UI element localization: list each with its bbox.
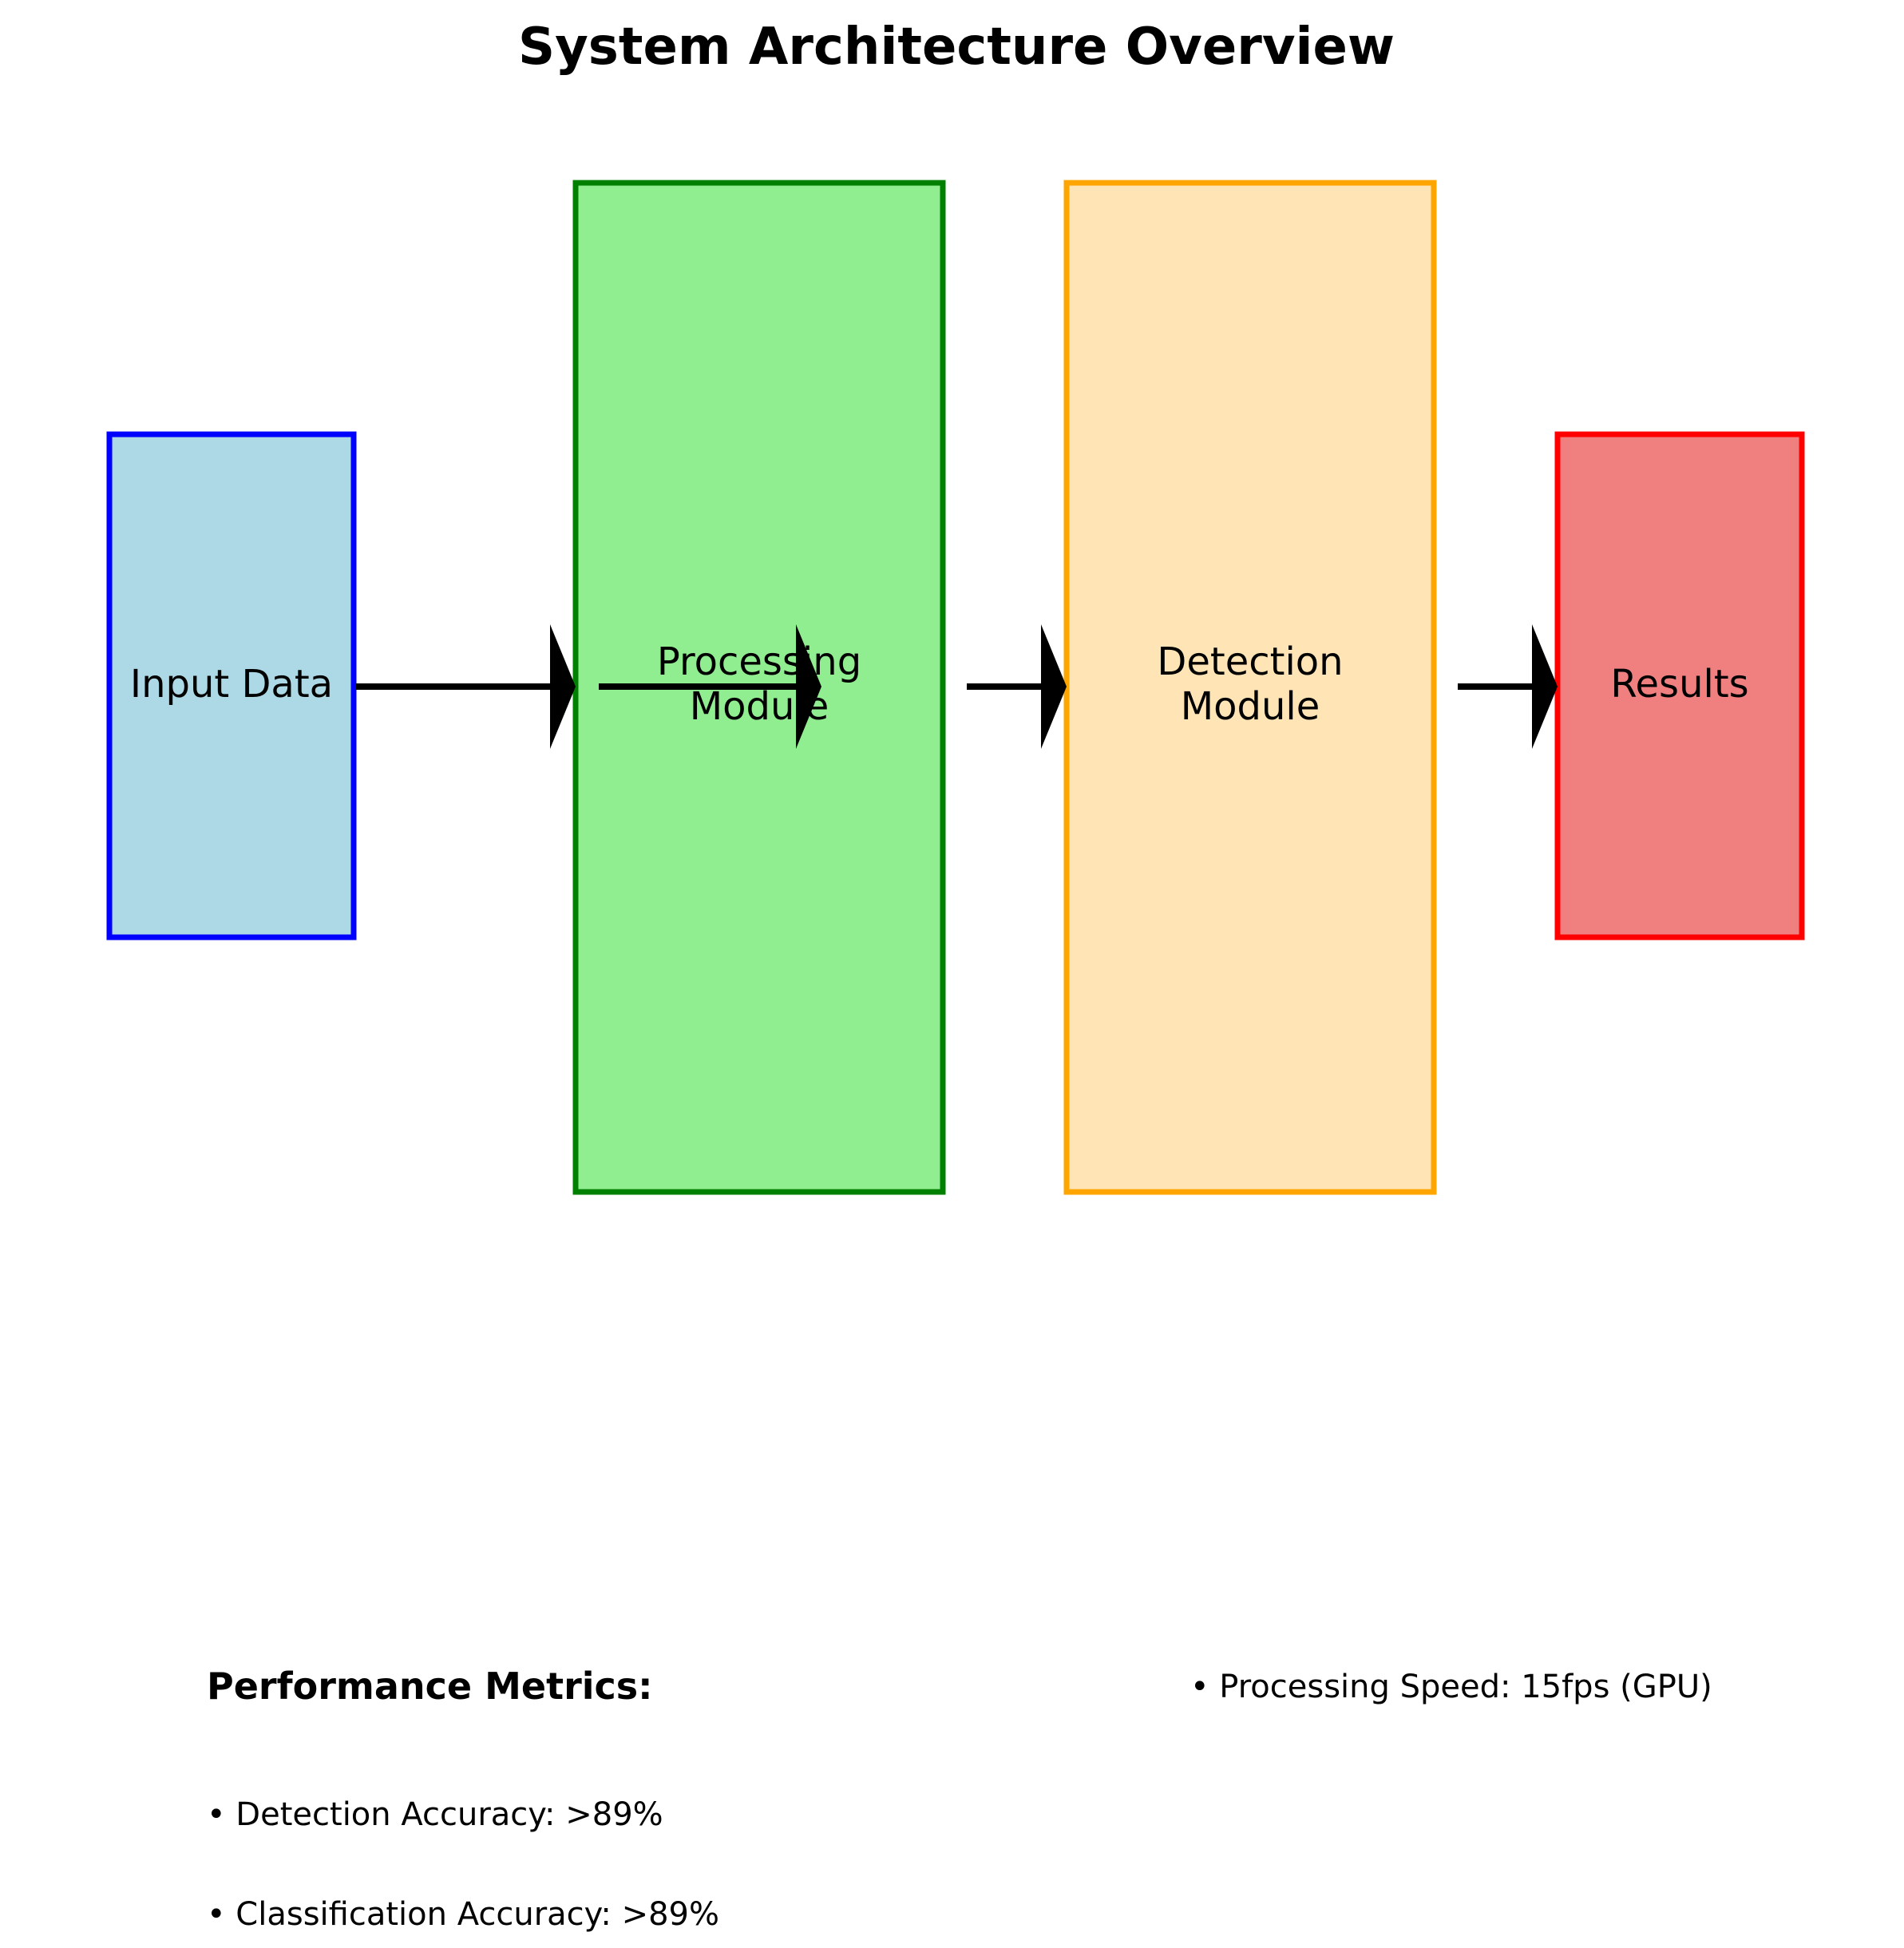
- arrow-input-to-processing: [356, 624, 576, 749]
- arrow-detection-to-results: [1458, 624, 1558, 749]
- detection-module-label-line-1: Detection: [1157, 639, 1343, 684]
- metric-classification-accuracy: • Classification Accuracy: >89%: [207, 1896, 719, 1933]
- arrow-head: [796, 624, 821, 749]
- detection-module-label-line-2: Module: [1181, 684, 1320, 729]
- arrow-head: [1041, 624, 1067, 749]
- detection-module-box-rect: [1063, 180, 1437, 1195]
- metric-detection-accuracy: • Detection Accuracy: >89%: [207, 1796, 663, 1833]
- results-label: Results: [1610, 662, 1748, 707]
- processing-module-label-line-1: Processing: [657, 639, 861, 684]
- arrow-head: [1532, 624, 1558, 749]
- detection-module-box: Detection Module: [1063, 180, 1437, 1195]
- performance-metrics-heading: Performance Metrics:: [207, 1665, 653, 1708]
- arrow-processing-internal: [599, 624, 821, 749]
- results-box-rect: [1554, 431, 1805, 940]
- performance-metrics: Performance Metrics: • Detection Accurac…: [207, 1665, 1712, 1933]
- arrow-head: [550, 624, 576, 749]
- diagram-title: System Architecture Overview: [518, 18, 1395, 77]
- input-data-label: Input Data: [130, 662, 333, 707]
- arrow-processing-to-detection: [967, 624, 1067, 749]
- results-box: Results: [1554, 431, 1805, 940]
- input-data-box-rect: [106, 431, 357, 940]
- metric-processing-speed: • Processing Speed: 15fps (GPU): [1190, 1669, 1712, 1705]
- input-data-box: Input Data: [106, 431, 357, 940]
